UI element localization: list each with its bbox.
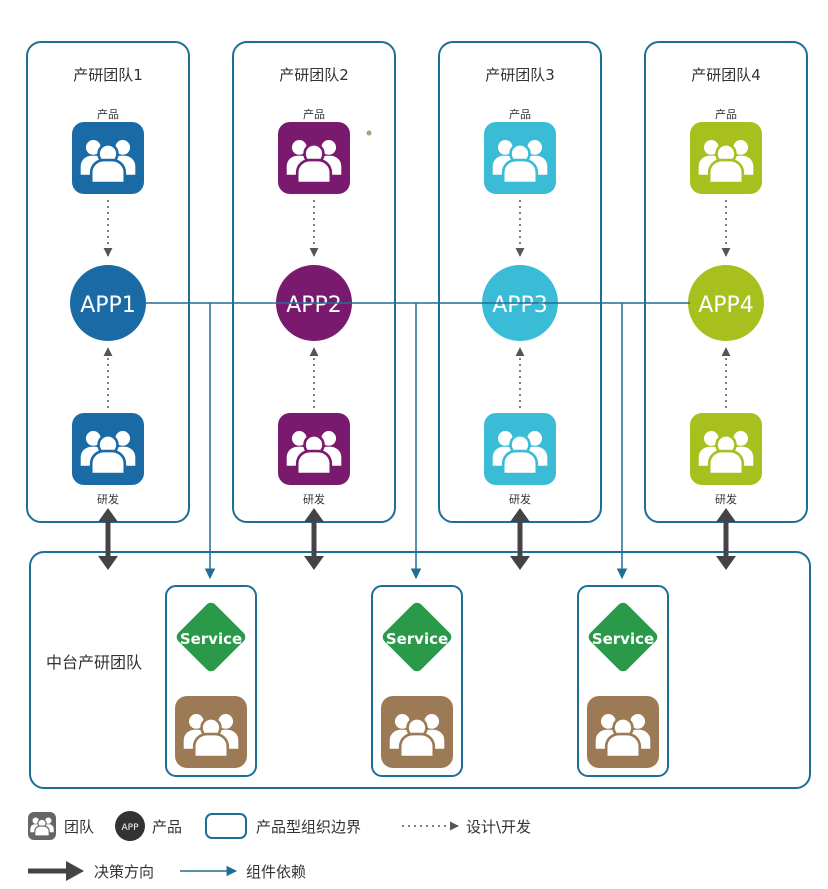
dev-label: 研发 [509, 492, 531, 506]
product-label: 产品 [97, 107, 119, 121]
team-column-2: 产研团队2 产品 APP2 研发 [232, 41, 396, 523]
team-title: 产研团队4 [691, 66, 761, 84]
dependency-drops [204, 303, 628, 580]
product-label: 产品 [509, 107, 531, 121]
legend-boundary-label: 产品型组织边界 [256, 818, 361, 836]
service-diamond-icon [588, 602, 658, 672]
decision-arrow [716, 508, 736, 570]
team-title: 产研团队1 [73, 66, 143, 84]
legend-design-dev-label: 设计\开发 [466, 818, 531, 836]
team-columns: 产研团队1产品APP1研发产研团队2产品APP2研发产研团队3产品APP3研发产… [26, 41, 808, 523]
team-column-1: 产研团队1 产品 APP1 研发 [26, 41, 190, 523]
legend-boundary: 产品型组织边界 [205, 813, 361, 839]
app-label: APP1 [80, 293, 136, 318]
service-boundary [371, 585, 463, 777]
decision-arrow [510, 508, 530, 570]
thick-arrow-head [66, 861, 84, 881]
boundary-icon [205, 813, 247, 839]
legend: 团队 APP 产品 产品型组织边界 设计\开发 决策方向 组件依赖 [28, 811, 531, 881]
decision-arrow [304, 508, 324, 570]
app-circle [70, 265, 146, 341]
app-label: APP3 [492, 293, 548, 318]
legend-product-label: 产品 [152, 818, 182, 836]
dev-label: 研发 [303, 492, 325, 506]
legend-decision-label: 决策方向 [94, 863, 154, 881]
app-label: APP4 [698, 293, 754, 318]
legend-dependency: 组件依赖 [180, 863, 306, 881]
service-diamond-icon [176, 602, 246, 672]
service-column-1: Service [165, 585, 257, 777]
decision-arrows [98, 508, 736, 570]
service-label: Service [386, 630, 448, 648]
legend-design-dev: 设计\开发 [402, 818, 531, 836]
team-title: 产研团队2 [279, 66, 349, 84]
service-column-2: Service [371, 585, 463, 777]
product-label: 产品 [303, 107, 325, 121]
app-circle [688, 265, 764, 341]
legend-dependency-label: 组件依赖 [246, 863, 306, 881]
middle-platform-title: 中台产研团队 [46, 653, 142, 672]
middle-platform-boundary [29, 551, 811, 789]
legend-team: 团队 [28, 812, 94, 840]
service-boundary [165, 585, 257, 777]
service-column-3: Service [577, 585, 669, 777]
product-label: 产品 [715, 107, 737, 121]
dev-label: 研发 [97, 492, 119, 506]
app-badge-icon [115, 811, 145, 841]
legend-product: APP 产品 [115, 811, 182, 841]
legend-team-label: 团队 [64, 818, 94, 836]
app-label: APP2 [286, 293, 342, 318]
team-title: 产研团队3 [485, 66, 555, 84]
legend-decision: 决策方向 [28, 861, 154, 881]
decorative-dot [366, 130, 372, 136]
service-columns: Service Service Service [165, 585, 669, 777]
service-boundary [577, 585, 669, 777]
service-label: Service [592, 630, 654, 648]
dev-label: 研发 [715, 492, 737, 506]
legend-app-badge-text: APP [121, 823, 139, 833]
decision-arrow [98, 508, 118, 570]
service-diamond-icon [382, 602, 452, 672]
team-column-3: 产研团队3 产品 APP3 研发 [438, 41, 602, 523]
service-label: Service [180, 630, 242, 648]
team-column-4: 产研团队4 产品 APP4 研发 [644, 41, 808, 523]
